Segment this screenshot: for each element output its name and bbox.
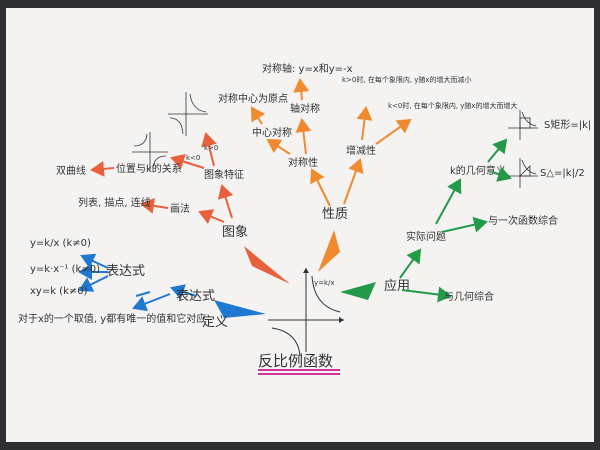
k-area-rect: S矩形=|k| [544, 118, 591, 131]
definition-label: 定义 [202, 315, 228, 330]
expression-form-3: xy=k (k≠0) [30, 286, 88, 297]
symmetry-center: 中心对称 [252, 126, 292, 139]
graph-features: 图象特征 [204, 169, 244, 181]
k-area-triangle: S△=|k|/2 [540, 168, 585, 179]
application-practical: 实际问题 [406, 230, 446, 243]
graph-sketch-k-negative [132, 132, 168, 170]
definition-child: 表达式 [176, 289, 215, 304]
branch-definition: 定义 表达式 表达式 y=k/x (k≠0) y=k·x⁻¹ (k≠0) xy=… [18, 238, 266, 330]
center-node: y=k/x 反比例函数 [258, 268, 344, 375]
symmetry-axis: 轴对称 [290, 102, 320, 115]
graph-position-k: 位置与k的关系 [116, 162, 182, 175]
application-linear: 与一次函数综合 [488, 214, 558, 227]
k-rect-sketch [508, 110, 538, 140]
expression-form-2: y=k·x⁻¹ (k≠0) [30, 264, 100, 275]
k-geometric-meaning: k的几何意义 [450, 164, 506, 177]
monotonic-label: 增减性 [346, 144, 376, 157]
graph-draw-steps: 列表, 描点, 连线 [78, 196, 151, 209]
graph-draw-method: 画法 [170, 202, 190, 215]
properties-label: 性质 [322, 207, 348, 222]
graph-k-positive: k>0 [204, 144, 218, 152]
monotonic-note-2: k<0时, 在每个象限内, y随x的增大而增大 [388, 101, 518, 110]
symmetry-label: 对称性 [288, 156, 318, 169]
graph-k-negative: k<0 [186, 154, 200, 162]
branch-graph: 图象 画法 列表, 描点, 连线 图象特征 位置与k的关系 双曲线 k>0 k<… [56, 92, 290, 284]
center-graph-label: y=k/x [314, 279, 335, 287]
symmetry-axis-note: 对称轴: y=x和y=-x [262, 62, 353, 75]
hyperbola-curve-q3 [271, 327, 301, 357]
k-triangle-sketch [508, 158, 538, 188]
center-title: 反比例函数 [258, 352, 333, 370]
expression-label: 表达式 [106, 264, 145, 279]
branch-application: 应用 实际问题 k的几何意义 S矩形=|k| S△=|k|/2 与一次函数综合 … [340, 110, 591, 303]
monotonic-note-1: k>0时, 在每个象限内, y随x的增大而减小 [342, 75, 472, 84]
application-geometry: 与几何综合 [444, 290, 494, 303]
application-label: 应用 [384, 278, 410, 294]
graph-sketch-k-positive [168, 92, 208, 136]
graph-shape-note: 双曲线 [56, 164, 86, 177]
graph-label: 图象 [222, 225, 248, 240]
hyperbola-curve-q1 [311, 275, 341, 313]
branch-properties: 性质 对称性 中心对称 对称中心为原点 轴对称 对称轴: y=x和y=-x 增减… [218, 62, 518, 272]
expression-form-1: y=k/x (k≠0) [30, 238, 91, 249]
symmetry-center-note: 对称中心为原点 [218, 92, 288, 105]
definition-note: 对于x的一个取值, y都有唯一的值和它对应 [18, 312, 206, 325]
